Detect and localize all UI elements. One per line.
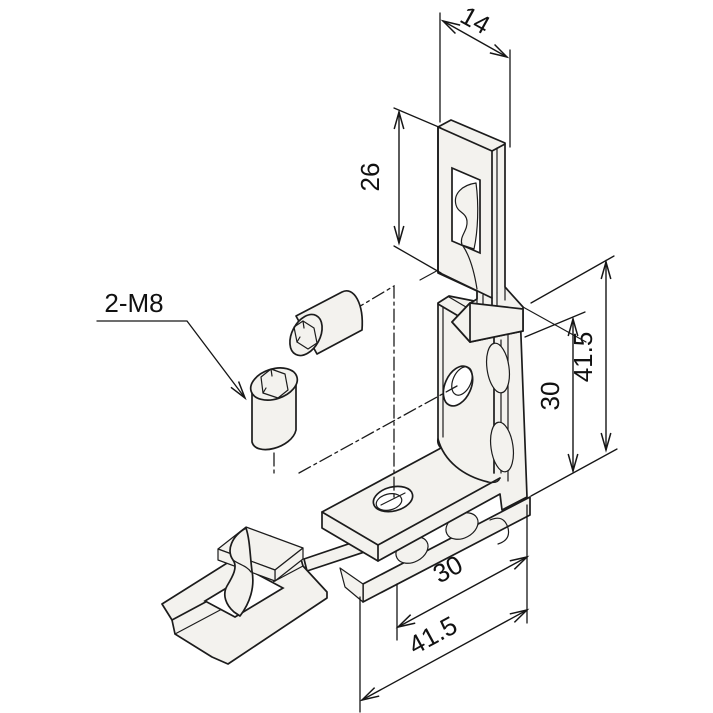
dim-label-nut-height: 26 <box>355 163 385 192</box>
inner-fillet <box>437 438 489 483</box>
set-screw-upper <box>289 290 364 357</box>
dim-right-overall: 41.5 <box>530 255 618 497</box>
slot-rib-lower <box>489 421 515 473</box>
slot-rib-upper <box>485 342 511 394</box>
slot-stopper <box>161 526 328 665</box>
dim-right-inner: 30 <box>524 311 586 474</box>
upper-slot-nut <box>437 119 524 343</box>
callout-screw-spec: 2-M8 <box>96 288 247 401</box>
set-screw-lower <box>249 367 299 451</box>
dim-label-right-inner: 30 <box>535 382 565 411</box>
dim-nut-height: 26 <box>355 107 442 274</box>
center-lines <box>273 284 458 501</box>
nut-clip <box>454 182 479 250</box>
dim-label-bottom-overall: 41.5 <box>403 610 462 661</box>
dim-bottom-overall: 41.5 <box>359 596 530 713</box>
label-screw-spec: 2-M8 <box>104 288 163 318</box>
spring-tab <box>224 527 254 617</box>
dim-label-top-width: 14 <box>455 0 495 40</box>
corner-bracket <box>321 261 587 562</box>
